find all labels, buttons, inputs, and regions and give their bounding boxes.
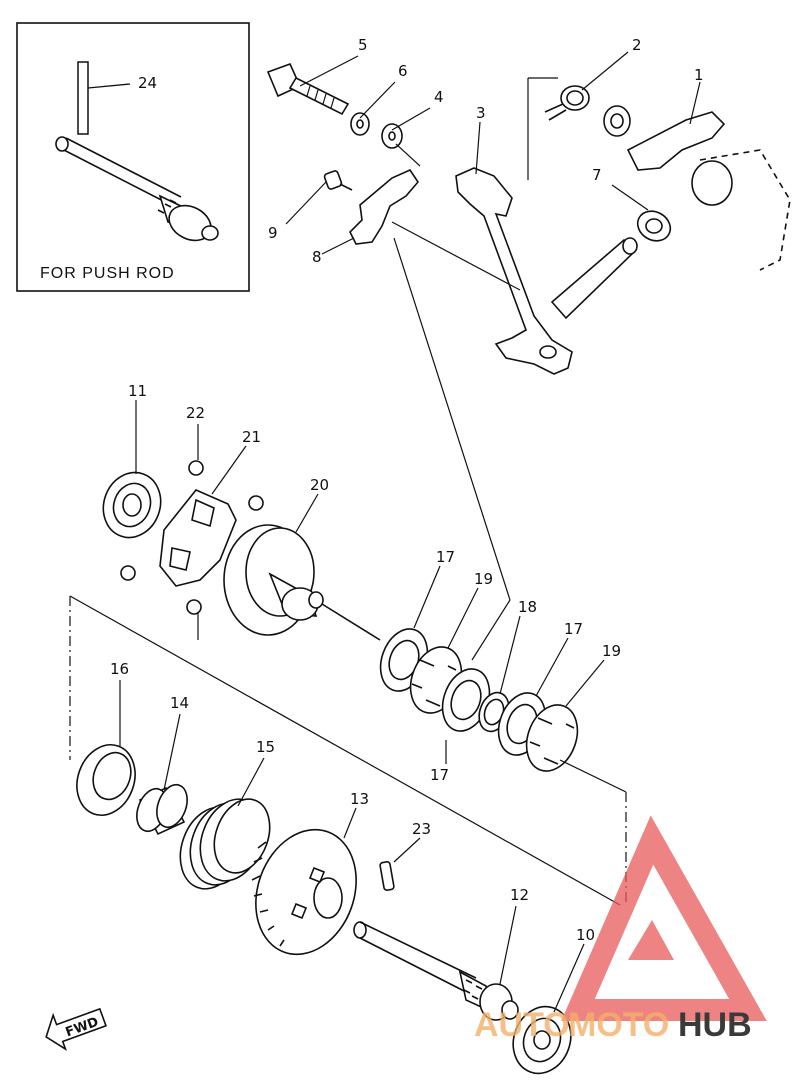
callout-4: 4: [434, 88, 444, 106]
part-13-gear: [251, 828, 357, 956]
callout-14: 14: [170, 694, 189, 712]
callout-5: 5: [358, 36, 368, 54]
callout-17-a: 17: [436, 548, 455, 566]
callout-20: 20: [310, 476, 329, 494]
callout-24: 24: [138, 74, 157, 92]
watermark-text: AUTO MOTO HUB: [474, 1006, 752, 1044]
watermark-logo-icon: [561, 815, 767, 1021]
part-22-ball: [188, 460, 204, 476]
callout-16: 16: [110, 660, 129, 678]
callout-9: 9: [268, 224, 278, 242]
watermark-hub: HUB: [678, 1006, 752, 1044]
callout-17-b: 17: [564, 620, 583, 638]
callout-22: 22: [186, 404, 205, 422]
part-14-collar: [136, 783, 188, 836]
part-16-seal: [76, 744, 136, 816]
callout-3: 3: [476, 104, 486, 122]
callout-23: 23: [412, 820, 431, 838]
callout-21: 21: [242, 428, 261, 446]
callout-18: 18: [518, 598, 537, 616]
callout-17-c: 17: [430, 766, 449, 784]
part-5-bolt: [266, 62, 350, 116]
part-12-shaft: [353, 921, 519, 1021]
callout-15: 15: [256, 738, 275, 756]
callout-6: 6: [398, 62, 408, 80]
callout-1: 1: [694, 66, 704, 84]
part-9-screw: [323, 170, 353, 191]
callout-7: 7: [592, 166, 602, 184]
callout-10: 10: [576, 926, 595, 944]
callout-12: 12: [510, 886, 529, 904]
part-17-plate-2: [441, 668, 491, 732]
watermark-moto: MOTO: [568, 1006, 669, 1044]
callout-13: 13: [350, 790, 369, 808]
part-10-bearing: [512, 1005, 572, 1075]
part-2-spring: [544, 85, 590, 121]
part-1-lever: [626, 111, 726, 171]
part-11-bearing: [102, 471, 162, 539]
callout-19-a: 19: [474, 570, 493, 588]
inset-caption: FOR PUSH ROD: [40, 265, 175, 282]
part-15-spring: [179, 798, 271, 890]
callout-8: 8: [312, 248, 322, 266]
part-20-drum: [223, 524, 324, 636]
watermark-auto: AUTO: [474, 1006, 570, 1044]
push-rod-inset: 24 FOR PUSH ROD: [16, 22, 250, 292]
part-8-plate: [349, 168, 420, 245]
callout-19-b: 19: [602, 642, 621, 660]
part-3-lever: [455, 167, 573, 375]
part-24-pin: [77, 61, 89, 135]
part-23-pin: [379, 861, 395, 891]
callout-11: 11: [128, 382, 147, 400]
shift-shaft-assembly: [266, 62, 791, 375]
callout-2: 2: [632, 36, 642, 54]
part-19-stopper-2: [525, 704, 579, 772]
push-rod: [55, 136, 219, 242]
fwd-arrow-icon: FWD: [45, 1007, 107, 1051]
